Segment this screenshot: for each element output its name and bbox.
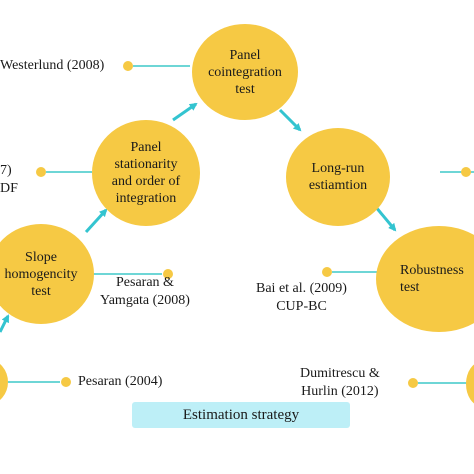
arrow-bottom-left	[0, 314, 10, 333]
ref-dumitrescu: Dumitrescu & Hurlin (2012)	[300, 366, 380, 399]
dot-right-partial	[461, 167, 471, 177]
dot-pesaran-yamgata	[163, 269, 173, 279]
ref-left-partial-top: 7)	[0, 163, 12, 178]
dot-westerlund	[123, 61, 133, 71]
ref-bai: Bai et al. (2009) CUP-BC	[256, 281, 347, 314]
ref-pesaran-yamgata: Pesaran & Yamgata (2008)	[100, 275, 190, 308]
ref-left-partial-bottom: DF	[0, 181, 18, 196]
caption-text: Estimation strategy	[182, 406, 300, 423]
dot-bai	[322, 267, 332, 277]
node-panel-cointegration: Panel cointegration test	[192, 24, 298, 120]
dot-pesaran-2004	[61, 377, 71, 387]
node-robustness: Robustness test	[376, 226, 474, 332]
node-slope-homogeneity: Slope homogencity test	[0, 224, 94, 324]
ref-pesaran-2004: Pesaran (2004)	[78, 374, 163, 389]
caption-box: Estimation strategy	[132, 402, 350, 428]
arrow-stationarity-to-cointegration	[172, 102, 198, 122]
dot-dumitrescu	[408, 378, 418, 388]
arrow-cointegration-to-longrun	[278, 108, 302, 132]
node-panel-stationarity: Panel stationarity and order of integrat…	[92, 120, 200, 226]
node-partial-bottom-right	[466, 362, 474, 406]
arrow-slope-to-stationarity	[84, 208, 108, 234]
arrow-longrun-to-robustness	[373, 205, 397, 232]
node-partial-bottom-left	[0, 360, 8, 404]
ref-westerlund: Westerlund (2008)	[0, 58, 105, 73]
node-long-run: Long-run estiamtion	[286, 128, 390, 226]
dot-left-partial	[36, 167, 46, 177]
